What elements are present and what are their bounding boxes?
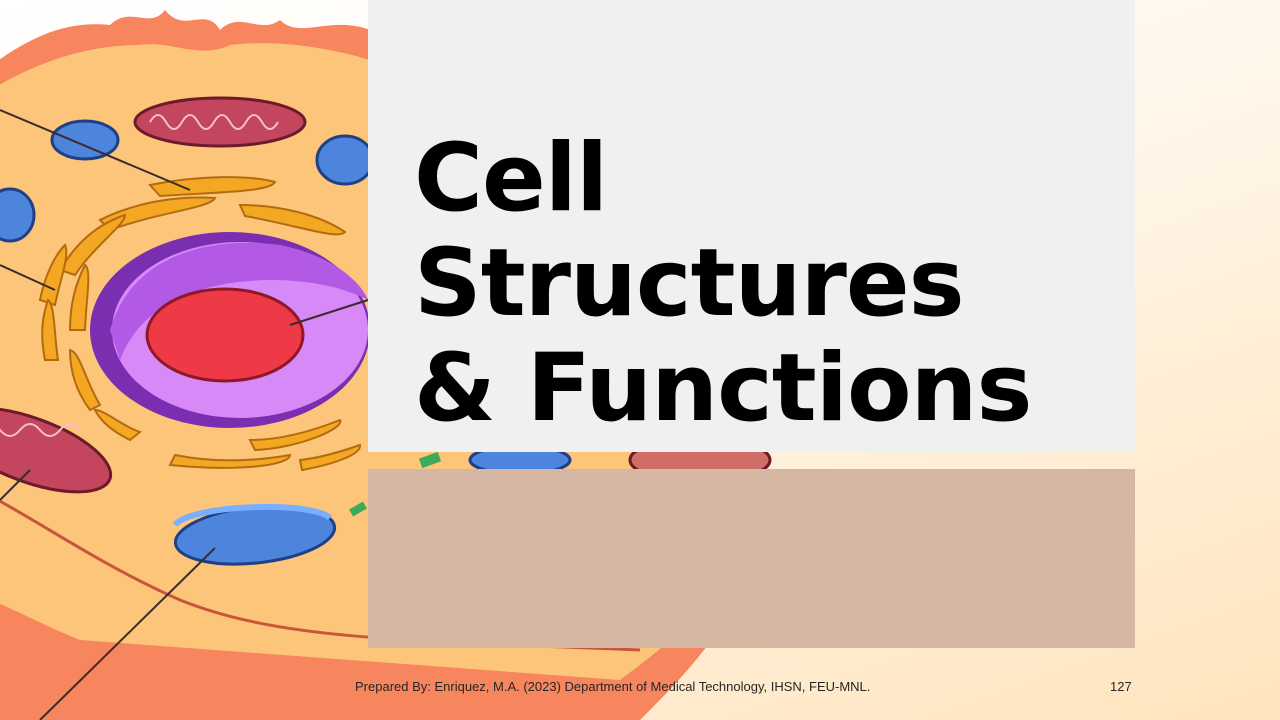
- title-line-2: Structures: [414, 229, 965, 338]
- mitochondria-cristae: [0, 114, 279, 437]
- title-line-3: & Functions: [414, 334, 1032, 443]
- accent-panel: [368, 469, 1135, 648]
- label-leader-lines: [0, 109, 369, 720]
- nucleus-cutaway: [110, 242, 368, 360]
- footer-credit: Prepared By: Enriquez, M.A. (2023) Depar…: [355, 679, 871, 694]
- nucleolus: [145, 287, 305, 383]
- page-number: 127: [1110, 679, 1132, 694]
- small-organelles: [349, 451, 442, 517]
- vesicle-top: [172, 503, 332, 528]
- title-panel: Cell Structures & Functions: [368, 0, 1135, 452]
- slide-title: Cell Structures & Functions: [414, 124, 1032, 443]
- title-line-1: Cell: [414, 124, 608, 233]
- endoplasmic-reticulum: [38, 176, 361, 472]
